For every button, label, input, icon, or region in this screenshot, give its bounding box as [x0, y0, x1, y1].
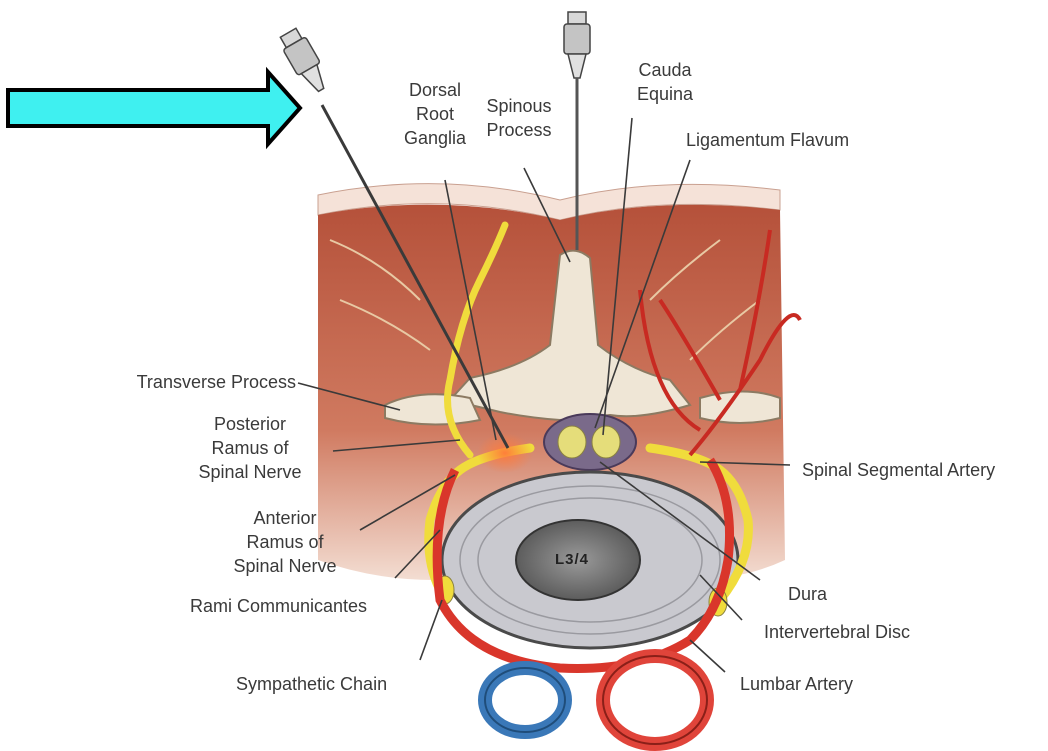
label-line: Equina	[620, 82, 710, 106]
label-line: Root	[390, 102, 480, 126]
label-line: Spinal Nerve	[180, 460, 320, 484]
label-line: Ramus of	[180, 436, 320, 460]
pointer-arrow-icon	[8, 72, 300, 144]
label-posterior-ramus: Posterior Ramus of Spinal Nerve	[180, 412, 320, 484]
cauda-equina-bundle-right	[592, 426, 620, 458]
label-line: Process	[474, 118, 564, 142]
label-anterior-ramus: Anterior Ramus of Spinal Nerve	[215, 506, 355, 578]
label-disc-level: L3/4	[555, 548, 589, 572]
label-lumbar-artery: Lumbar Artery	[740, 672, 853, 696]
ganglion-target-glow	[477, 433, 533, 473]
label-spinal-segmental-artery: Spinal Segmental Artery	[802, 458, 995, 482]
label-line: Ganglia	[390, 126, 480, 150]
label-transverse-process: Transverse Process	[60, 370, 296, 394]
label-cauda-equina: Cauda Equina	[620, 58, 710, 106]
label-line: Posterior	[180, 412, 320, 436]
label-dura: Dura	[788, 582, 827, 606]
label-dorsal-root-ganglia: Dorsal Root Ganglia	[390, 78, 480, 150]
label-line: Spinous	[474, 94, 564, 118]
label-line: Cauda	[620, 58, 710, 82]
label-line: Dorsal	[390, 78, 480, 102]
label-intervertebral-disc: Intervertebral Disc	[764, 620, 910, 644]
label-spinous-process: Spinous Process	[474, 94, 564, 142]
transverse-process-right	[700, 392, 780, 424]
cauda-equina-bundle-left	[558, 426, 586, 458]
label-ligamentum-flavum: Ligamentum Flavum	[686, 128, 849, 152]
label-line: Ramus of	[215, 530, 355, 554]
label-sympathetic-chain: Sympathetic Chain	[236, 672, 387, 696]
label-line: Anterior	[215, 506, 355, 530]
label-line: Spinal Nerve	[215, 554, 355, 578]
label-rami-communicantes: Rami Communicantes	[190, 594, 367, 618]
